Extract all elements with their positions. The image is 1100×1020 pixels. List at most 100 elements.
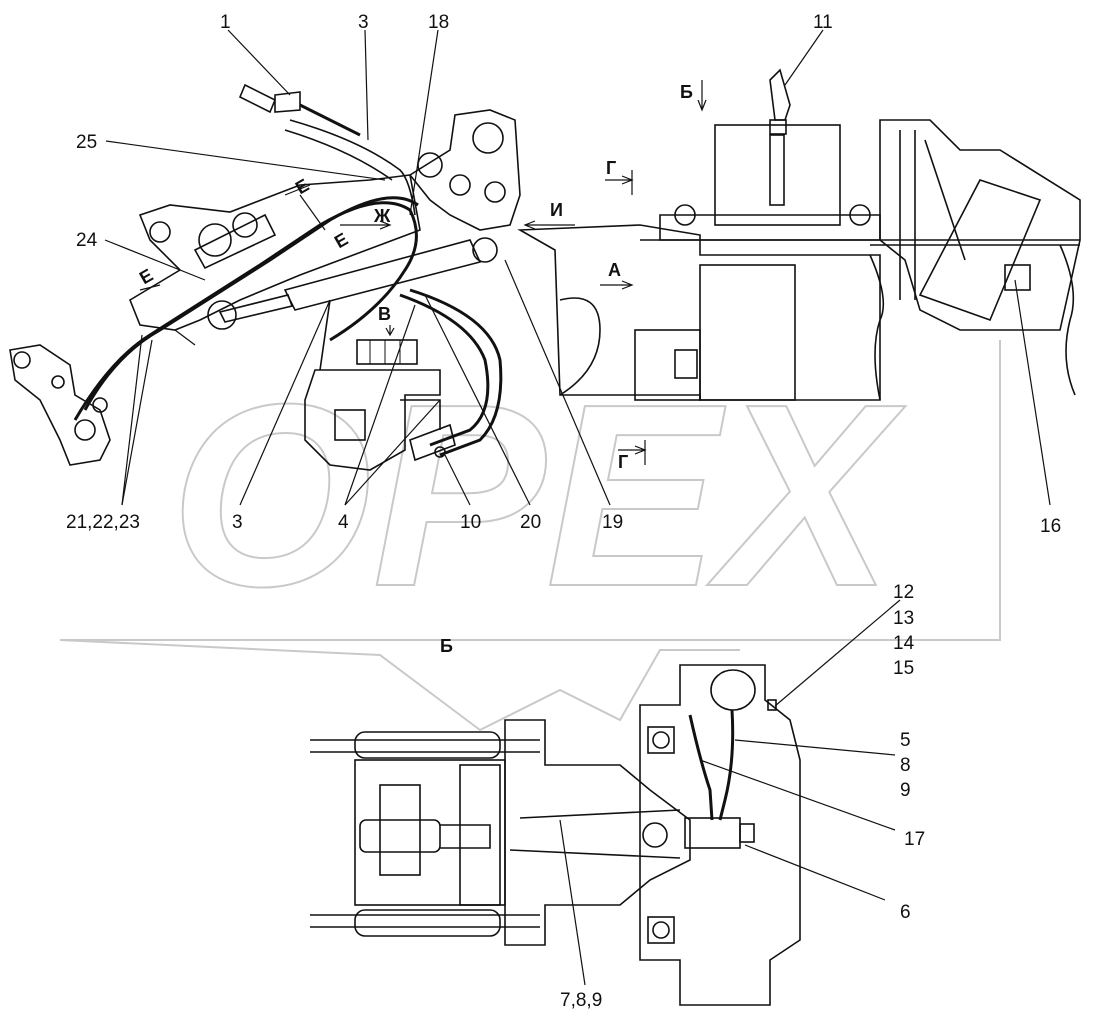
callout-12: 12 xyxy=(893,582,914,603)
section-mark-b-top: Б xyxy=(680,82,693,102)
plan-cylinder-top xyxy=(354,731,501,759)
distributor-block xyxy=(356,339,418,365)
frame-bolt-box xyxy=(674,349,698,379)
watermark-outline xyxy=(59,340,1001,732)
plan-hose xyxy=(718,709,735,821)
section-mark-v: В xyxy=(378,304,391,324)
section-mark-a: А xyxy=(608,260,621,280)
mount-pin xyxy=(417,152,443,178)
hose-coupling xyxy=(238,83,301,114)
bracket-pin xyxy=(74,419,96,441)
callout-25: 25 xyxy=(76,132,97,153)
section-arrows xyxy=(139,80,707,465)
section-mark-e2: Е xyxy=(331,229,351,252)
cab-base xyxy=(659,214,881,241)
callout-15: 15 xyxy=(893,658,914,679)
plan-mount-bolt xyxy=(647,916,675,944)
plan-mount-bolt-ring xyxy=(652,921,670,939)
bracket-pin xyxy=(92,397,108,413)
section-mark-e1: Е xyxy=(292,175,312,198)
cylinder-rod xyxy=(218,294,294,323)
callout-14: 14 xyxy=(893,633,915,654)
plan-hose xyxy=(688,714,714,821)
plan-mount-bolt-ring xyxy=(652,731,670,749)
section-mark-g-top: Г xyxy=(606,158,616,178)
bracket-pin xyxy=(51,375,65,389)
section-mark-e3: Е xyxy=(136,265,156,288)
callout-11: 11 xyxy=(813,12,833,33)
mount-pin xyxy=(449,174,471,196)
frame-wave xyxy=(559,297,601,396)
housing-panel xyxy=(918,179,1042,322)
housing-connector xyxy=(1004,264,1031,291)
plan-mount-bolt xyxy=(647,726,675,754)
plan-frame xyxy=(354,759,506,906)
callout-24: 24 xyxy=(76,230,98,251)
coupler-valve xyxy=(434,446,446,458)
callout-19: 19 xyxy=(602,512,623,533)
callout-8: 8 xyxy=(900,755,911,776)
boom-pivot xyxy=(198,223,232,257)
callout-3-top: 3 xyxy=(358,12,369,33)
frame-block xyxy=(634,329,701,401)
plan-rails xyxy=(310,739,540,928)
callout-1: 1 xyxy=(220,12,231,33)
plan-cylinder-bottom xyxy=(354,909,501,937)
leader-lines xyxy=(104,29,1051,986)
callout-9: 9 xyxy=(900,780,911,801)
boom-pivot xyxy=(149,221,171,243)
plan-valve-cap xyxy=(739,823,755,843)
hose-upper xyxy=(289,119,416,216)
callout-16: 16 xyxy=(1040,516,1061,537)
hose-lower xyxy=(399,293,490,447)
lower-mount-block xyxy=(334,409,366,441)
bracket-pin xyxy=(13,351,31,369)
control-lever-base xyxy=(769,119,787,135)
callout-4: 4 xyxy=(338,512,349,533)
cylinder-eye xyxy=(207,300,237,330)
callout-18: 18 xyxy=(428,12,449,33)
callout-17: 17 xyxy=(904,829,925,850)
mount-pin xyxy=(472,122,504,154)
callout-7-8-9: 7,8,9 xyxy=(560,990,602,1011)
control-lever-handle xyxy=(769,68,791,121)
lower-mount xyxy=(304,369,441,471)
watermark-text: OPEX xyxy=(170,351,906,641)
plan-center-cylinder-rod xyxy=(440,824,491,849)
hose-coupling-line xyxy=(299,103,361,137)
plan-center-cylinder xyxy=(359,819,441,853)
plan-reservoir xyxy=(710,669,756,711)
plan-frame-bar xyxy=(459,764,501,906)
housing-strut xyxy=(899,130,966,300)
plan-arm xyxy=(509,809,681,859)
hose-main xyxy=(83,196,419,411)
control-lever-shaft xyxy=(769,134,785,206)
boom-link xyxy=(193,213,277,270)
plan-main-plate xyxy=(504,719,691,946)
plan-arm-pin xyxy=(642,822,668,848)
plan-view xyxy=(310,664,801,1006)
callout-3-bottom: 3 xyxy=(232,512,243,533)
plan-right-body xyxy=(639,664,801,1006)
side-view xyxy=(9,68,1081,471)
section-mark-g-bottom: Г xyxy=(618,452,628,472)
callout-20: 20 xyxy=(520,512,541,533)
section-mark-i: И xyxy=(550,200,563,220)
boom-pivot xyxy=(232,212,258,238)
plan-valve-block xyxy=(684,817,741,849)
view-label-b: Б xyxy=(440,636,453,656)
right-housing xyxy=(879,119,1081,331)
section-mark-zh: Ж xyxy=(373,206,391,226)
cab-pivot xyxy=(674,204,696,226)
frame-wave xyxy=(869,254,885,401)
attachment-bracket xyxy=(9,344,111,466)
callout-21-22-23: 21,22,23 xyxy=(66,512,140,533)
callout-5: 5 xyxy=(900,730,911,751)
frame-wave xyxy=(1059,244,1076,396)
quick-coupler xyxy=(409,423,456,462)
cab-pivot xyxy=(849,204,871,226)
mount-plate xyxy=(408,109,521,231)
plan-frame-inner xyxy=(379,784,421,876)
callout-13: 13 xyxy=(893,608,914,629)
